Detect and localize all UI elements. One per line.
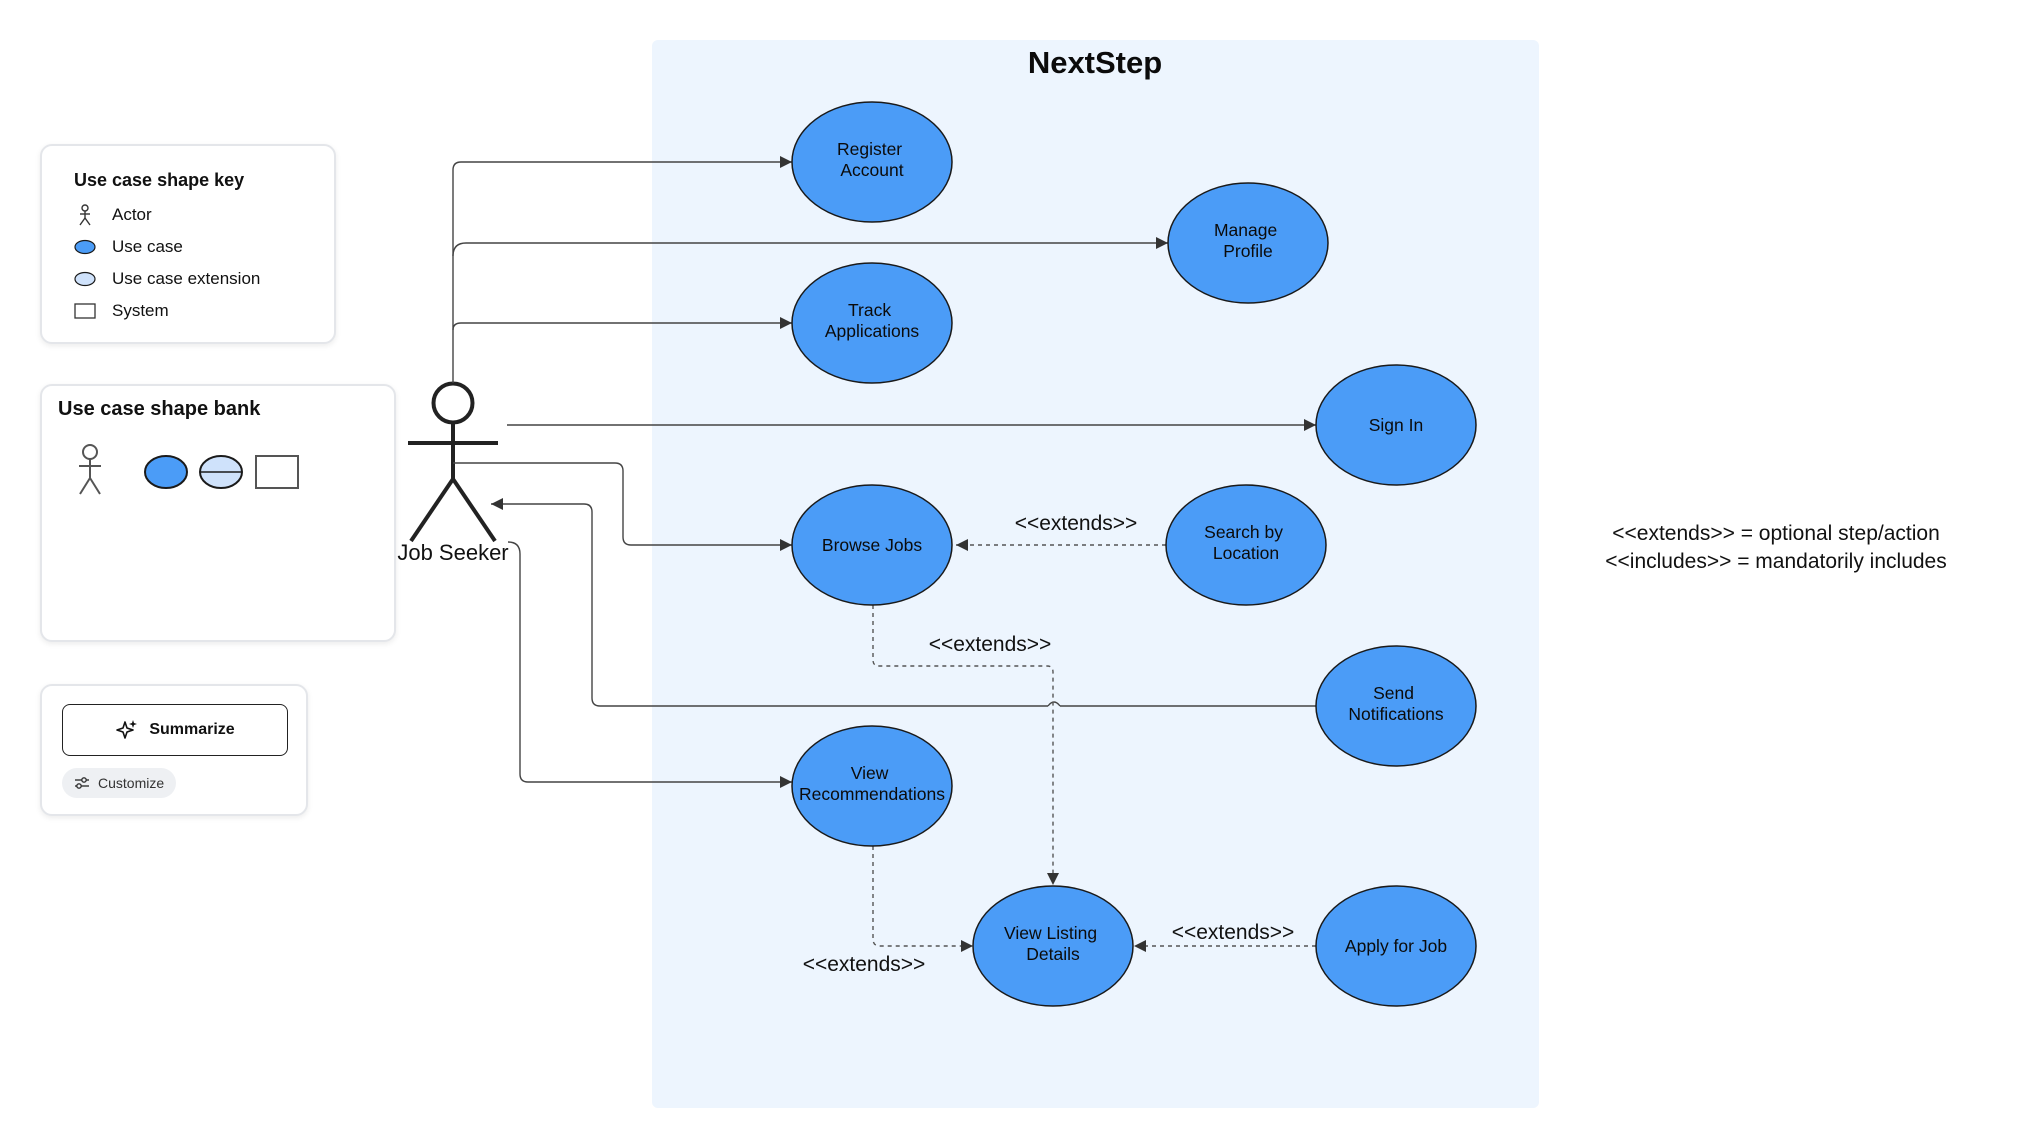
assoc-send-notifications[interactable] [491, 504, 1316, 707]
ai-assist-panel: Summarize Customize [40, 684, 308, 816]
customize-label: Customize [98, 775, 165, 791]
label-sign-in: Sign In [1369, 415, 1423, 435]
actor-label: Job Seeker [397, 540, 508, 565]
use-case-sign-in[interactable] [1315, 364, 1477, 486]
key-item-use-case: Use case [74, 236, 183, 258]
extends-label-browse: <<extends>> [929, 633, 1052, 656]
use-case-browse-jobs[interactable] [791, 484, 953, 606]
extends-label-apply: <<extends>> [1172, 921, 1295, 944]
label-browse-jobs: Browse Jobs [822, 535, 922, 555]
use-case-view-recommendations[interactable] [791, 725, 953, 847]
label-send-notifications: Send Notifications [1348, 683, 1444, 724]
key-label-system: System [112, 301, 169, 320]
actor-icon [74, 204, 96, 226]
label-apply-for-job: Apply for Job [1345, 936, 1447, 956]
key-label-use-case-extension: Use case extension [112, 269, 261, 288]
shape-key-title: Use case shape key [74, 170, 245, 190]
system-title: NextStep [1028, 45, 1162, 80]
assoc-track-applications[interactable] [452, 317, 792, 331]
shape-bank-title: Use case shape bank [58, 398, 261, 420]
bank-actor-shape[interactable] [79, 444, 101, 495]
label-manage-profile: Manage Profile [1214, 220, 1282, 261]
key-label-actor: Actor [112, 205, 152, 224]
legend-extends: <<extends>> = optional step/action [1612, 522, 1940, 545]
sliders-icon [75, 777, 89, 789]
shape-key-panel: Use case shape key Actor Use case Use ca… [40, 144, 336, 344]
assoc-view-recommendations[interactable] [507, 541, 792, 788]
customize-button[interactable]: Customize [62, 768, 177, 798]
label-track-applications: Track Applications [825, 300, 920, 341]
use-case-icon [74, 236, 96, 258]
system-icon [74, 300, 96, 322]
use-case-send-notifications[interactable] [1315, 645, 1477, 767]
shape-bank-shapes [72, 442, 332, 507]
extends-label-search: <<extends>> [1015, 512, 1138, 535]
actor-job-seeker[interactable] [408, 381, 498, 543]
legend-includes: <<includes>> = mandatorily includes [1605, 550, 1947, 573]
assoc-notification-hop [1047, 701, 1061, 707]
extend-browse-to-listing[interactable] [872, 605, 1059, 885]
bank-use-case-extension-shape[interactable] [199, 455, 243, 489]
use-case-apply-for-job[interactable] [1315, 885, 1477, 1007]
key-item-system: System [74, 300, 169, 322]
label-register-account: Register Account [837, 139, 907, 180]
label-view-listing-details: View Listing Details [1004, 923, 1102, 964]
bank-system-shape[interactable] [255, 455, 299, 489]
bank-use-case-shape[interactable] [144, 455, 188, 489]
summarize-label: Summarize [149, 721, 235, 738]
use-case-track-applications[interactable] [791, 262, 953, 384]
label-view-recommendations: View Recommendations [799, 763, 945, 804]
key-item-actor: Actor [74, 204, 152, 226]
assoc-register-account[interactable] [452, 156, 792, 383]
assoc-browse-jobs[interactable] [453, 462, 792, 551]
key-item-use-case-extension: Use case extension [74, 268, 260, 290]
use-case-extension-icon [74, 268, 96, 290]
label-search-by-location: Search by Location [1204, 522, 1288, 563]
use-case-register-account[interactable] [791, 101, 953, 223]
use-case-manage-profile[interactable] [1167, 182, 1329, 304]
key-label-use-case: Use case [112, 237, 183, 256]
stereotype-legend: <<extends>> = optional step/action <<inc… [1566, 520, 1986, 576]
extend-recommendations-to-listing[interactable] [872, 846, 973, 952]
sparkle-icon [116, 720, 138, 739]
assoc-manage-profile[interactable] [452, 237, 1168, 257]
extends-label-recommendations: <<extends>> [803, 953, 926, 976]
shape-bank-panel: Use case shape bank [40, 384, 396, 642]
use-case-view-listing-details[interactable] [972, 885, 1134, 1007]
use-case-search-by-location[interactable] [1165, 484, 1327, 606]
summarize-button[interactable]: Summarize [62, 704, 288, 756]
